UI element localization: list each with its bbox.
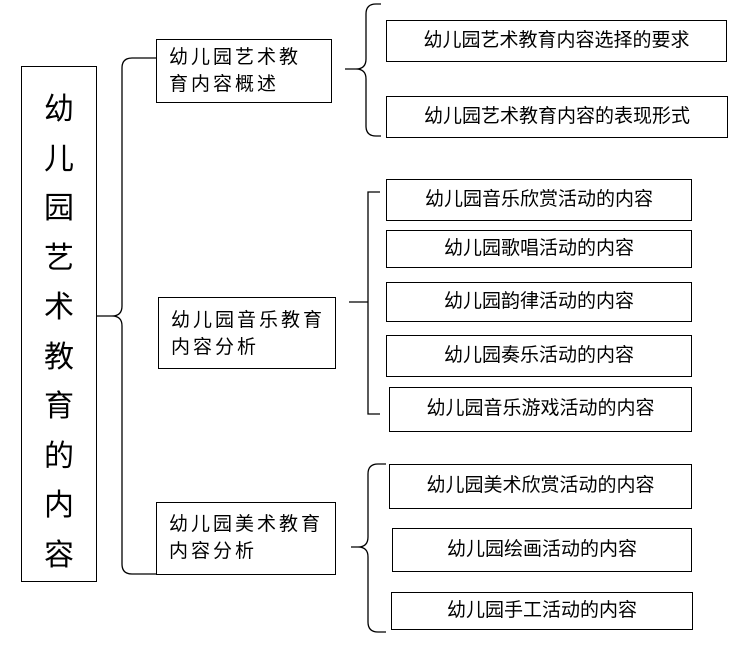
leaf-node: 幼儿园手工活动的内容 [391, 592, 693, 630]
leaf-label: 幼儿园绘画活动的内容 [446, 538, 637, 560]
leaf-node: 幼儿园音乐欣赏活动的内容 [386, 179, 692, 221]
section-title: 幼儿园美术教育内容分析 [169, 513, 324, 562]
leaf-label: 幼儿园手工活动的内容 [446, 599, 637, 621]
leaf-label: 幼儿园美术欣赏活动的内容 [426, 474, 655, 496]
leaf-label: 幼儿园音乐欣赏活动的内容 [424, 188, 653, 210]
leaf-node: 幼儿园韵律活动的内容 [386, 282, 692, 322]
leaf-label: 幼儿园艺术教育内容选择的要求 [423, 29, 690, 51]
leaf-label: 幼儿园韵律活动的内容 [443, 290, 634, 312]
leaf-node: 幼儿园美术欣赏活动的内容 [389, 464, 692, 509]
root-node: 幼儿园艺术教育的内容 [21, 66, 97, 582]
section-3-brace [351, 463, 386, 633]
leaf-label: 幼儿园音乐游戏活动的内容 [426, 397, 655, 419]
leaf-node: 幼儿园歌唱活动的内容 [386, 230, 692, 268]
leaf-label: 幼儿园歌唱活动的内容 [443, 237, 634, 259]
section-title: 幼儿园音乐教育内容分析 [171, 309, 326, 358]
section-title: 幼儿园艺术教育内容概述 [169, 46, 302, 95]
leaf-node: 幼儿园艺术教育内容选择的要求 [386, 20, 727, 62]
leaf-label: 幼儿园艺术教育内容的表现形式 [423, 105, 690, 127]
root-label: 幼儿园艺术教育的内容 [44, 92, 74, 573]
section-1-brace [345, 3, 381, 137]
leaf-node: 幼儿园奏乐活动的内容 [386, 335, 692, 377]
section-node-overview: 幼儿园艺术教育内容概述 [156, 39, 332, 103]
leaf-node: 幼儿园艺术教育内容的表现形式 [386, 96, 728, 138]
leaf-node: 幼儿园音乐游戏活动的内容 [389, 387, 692, 432]
root-brace [97, 57, 156, 575]
leaf-label: 幼儿园奏乐活动的内容 [443, 344, 634, 366]
section-node-art: 幼儿园美术教育内容分析 [156, 502, 336, 575]
section-node-music: 幼儿园音乐教育内容分析 [158, 297, 336, 369]
leaf-node: 幼儿园绘画活动的内容 [392, 528, 692, 572]
section-2-brace [349, 191, 380, 415]
